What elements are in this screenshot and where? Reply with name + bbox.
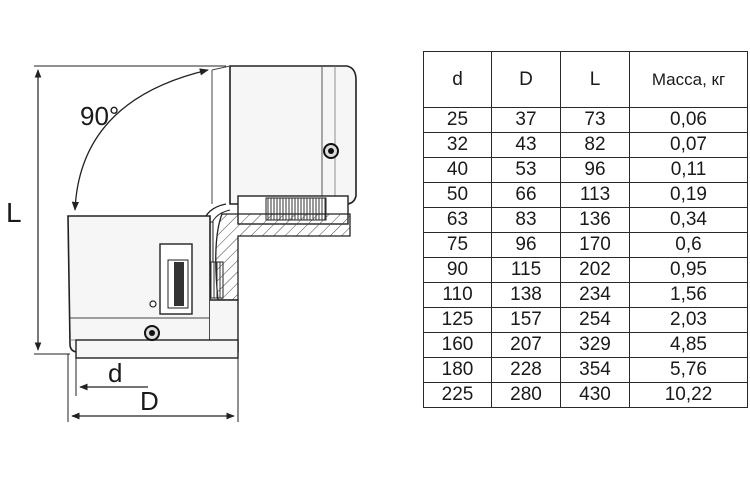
elbow-section — [198, 195, 351, 301]
cell-d: 63 — [423, 207, 492, 233]
cell-L: 329 — [560, 332, 630, 358]
cell-L: 202 — [560, 257, 630, 283]
cell-L: 96 — [560, 157, 630, 183]
header-L: L — [560, 51, 630, 108]
outer-diameter-dimension: D — [67, 354, 239, 422]
header-d: d — [423, 51, 492, 108]
cell-d: 90 — [423, 257, 492, 283]
cell-D: 138 — [491, 282, 561, 308]
cell-mass: 2,03 — [629, 307, 748, 333]
cell-d: 110 — [423, 282, 492, 308]
cell-mass: 10,22 — [629, 382, 748, 408]
header-D: D — [491, 51, 561, 108]
cell-d: 160 — [423, 332, 492, 358]
cell-L: 82 — [560, 132, 630, 158]
cell-D: 207 — [491, 332, 561, 358]
cell-d: 25 — [423, 107, 492, 133]
cell-D: 43 — [491, 132, 561, 158]
cell-D: 83 — [491, 207, 561, 233]
length-label: L — [6, 197, 22, 228]
cell-d: 75 — [423, 232, 492, 258]
cell-mass: 5,76 — [629, 357, 748, 383]
cell-D: 66 — [491, 182, 561, 208]
cell-mass: 0,19 — [629, 182, 748, 208]
cell-mass: 0,95 — [629, 257, 748, 283]
cell-D: 115 — [491, 257, 561, 283]
cell-d: 125 — [423, 307, 492, 333]
outer-diameter-label: D — [140, 386, 159, 416]
cell-d: 180 — [423, 357, 492, 383]
cell-L: 234 — [560, 282, 630, 308]
cell-L: 113 — [560, 182, 630, 208]
cell-d: 50 — [423, 182, 492, 208]
cell-D: 157 — [491, 307, 561, 333]
cell-D: 53 — [491, 157, 561, 183]
cell-mass: 0,34 — [629, 207, 748, 233]
cell-d: 225 — [423, 382, 492, 408]
cell-D: 96 — [491, 232, 561, 258]
small-hole-icon — [149, 300, 157, 308]
cell-L: 354 — [560, 357, 630, 383]
angle-dimension: 90° — [71, 68, 209, 211]
cell-D: 37 — [491, 107, 561, 133]
inner-diameter-dimension: d — [75, 358, 148, 396]
lower-socket — [67, 215, 239, 359]
elbow-drawing: 90° L d D — [6, 65, 357, 422]
cell-L: 254 — [560, 307, 630, 333]
cell-mass: 0,07 — [629, 132, 748, 158]
cell-L: 73 — [560, 107, 630, 133]
cell-mass: 4,85 — [629, 332, 748, 358]
cell-D: 228 — [491, 357, 561, 383]
cell-mass: 0,11 — [629, 157, 748, 183]
table-header-row: d D L Масса, кг — [423, 51, 748, 108]
header-mass: Масса, кг — [629, 51, 748, 108]
cell-d: 40 — [423, 157, 492, 183]
angle-label: 90° — [80, 101, 119, 131]
cell-L: 136 — [560, 207, 630, 233]
cell-mass: 1,56 — [629, 282, 748, 308]
length-dimension: L — [6, 65, 226, 355]
upper-socket — [211, 65, 357, 205]
cell-d: 32 — [423, 132, 492, 158]
cell-D: 280 — [491, 382, 561, 408]
cell-mass: 0,06 — [629, 107, 748, 133]
cell-L: 170 — [560, 232, 630, 258]
cell-L: 430 — [560, 382, 630, 408]
cell-mass: 0,6 — [629, 232, 748, 258]
inner-diameter-label: d — [108, 358, 122, 388]
